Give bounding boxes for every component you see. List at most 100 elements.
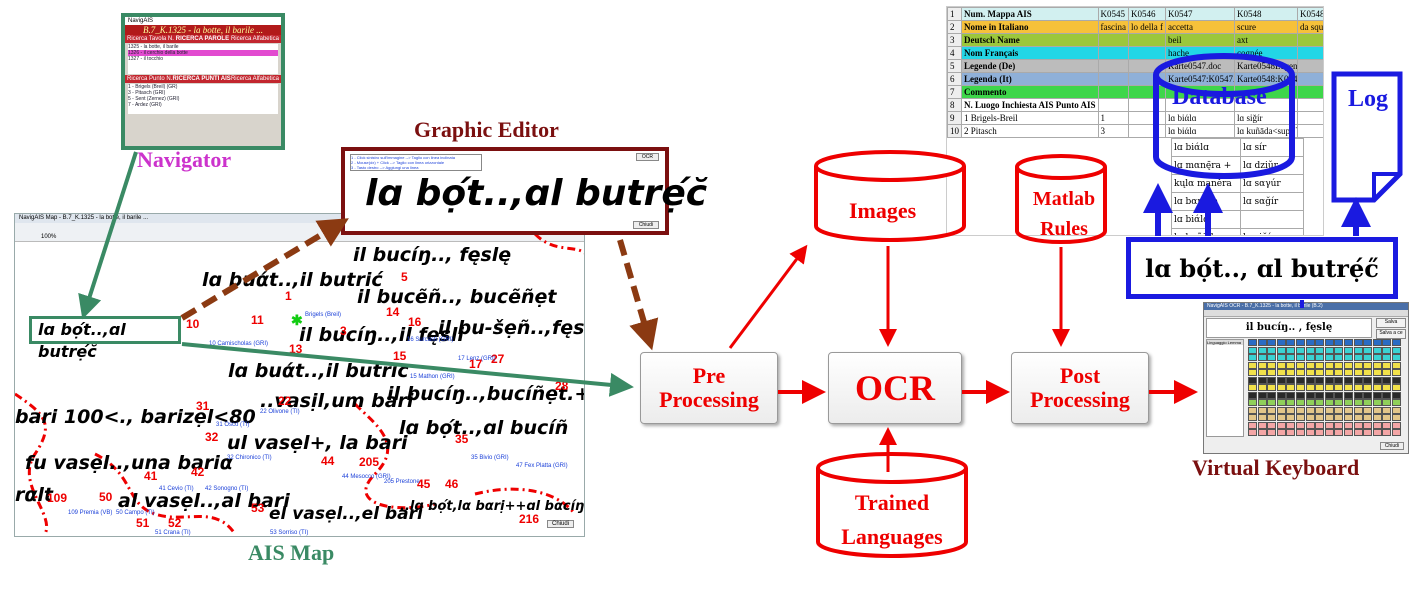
- keyboard-key[interactable]: [1248, 369, 1257, 376]
- keyboard-key[interactable]: [1296, 391, 1305, 399]
- table-cell[interactable]: accetta: [1165, 20, 1236, 34]
- table-cell[interactable]: [1097, 46, 1130, 60]
- keyboard-key[interactable]: [1276, 361, 1286, 369]
- keyboard-key[interactable]: [1324, 421, 1334, 429]
- keyboard-key[interactable]: [1324, 414, 1334, 421]
- table-cell[interactable]: lɑ sαğír: [1240, 192, 1304, 211]
- keyboard-key[interactable]: [1382, 406, 1392, 414]
- row-number[interactable]: 5: [947, 59, 962, 73]
- table-cell[interactable]: 3: [1097, 124, 1130, 138]
- map-close-button[interactable]: Chiudi: [547, 520, 575, 528]
- table-cell[interactable]: [1297, 85, 1323, 99]
- keyboard-key[interactable]: [1363, 346, 1373, 354]
- keyboard-key[interactable]: [1257, 406, 1267, 414]
- keyboard-key[interactable]: [1296, 406, 1305, 414]
- table-cell[interactable]: fascina: [1097, 20, 1130, 34]
- table-cell[interactable]: lɑ kuñāda<sup>˥: [1234, 124, 1299, 138]
- keyboard-key[interactable]: [1382, 369, 1392, 376]
- keyboard-key[interactable]: [1372, 421, 1382, 429]
- table-cell[interactable]: 2 Pitasch: [961, 124, 1099, 138]
- keyboard-key[interactable]: [1286, 414, 1296, 421]
- table-cell[interactable]: Nom Français: [961, 46, 1099, 60]
- table-cell[interactable]: [1097, 85, 1130, 99]
- keyboard-key[interactable]: [1353, 369, 1363, 376]
- keyboard-key[interactable]: [1248, 376, 1257, 384]
- keyboard-key[interactable]: [1363, 421, 1373, 429]
- keyboard-key[interactable]: [1296, 376, 1305, 384]
- keyboard-key[interactable]: [1305, 376, 1315, 384]
- keyboard-key[interactable]: [1286, 391, 1296, 399]
- keyboard-key[interactable]: [1248, 414, 1257, 421]
- navigator-point-list[interactable]: 1 - Brigels (Breil) (GR) 3 - Pitasch (GR…: [128, 84, 278, 114]
- navigator-word-list[interactable]: 1325 - la botte, il barile 1326 - il cer…: [128, 44, 278, 74]
- keyboard-key[interactable]: [1372, 376, 1382, 384]
- keyboard-key[interactable]: [1324, 429, 1334, 436]
- keyboard-key[interactable]: [1324, 346, 1334, 354]
- keyboard-key[interactable]: [1363, 354, 1373, 361]
- keyboard-key[interactable]: [1296, 384, 1305, 391]
- list-item[interactable]: 3 - Pitasch (GRI): [128, 90, 166, 96]
- keyboard-key[interactable]: [1392, 429, 1401, 436]
- table-cell[interactable]: [1297, 59, 1323, 73]
- keyboard-key[interactable]: [1286, 369, 1296, 376]
- keyboard-key[interactable]: [1372, 369, 1382, 376]
- table-cell[interactable]: [1297, 72, 1323, 86]
- list-item[interactable]: 5 - Sent (Zernez) (GRI): [128, 96, 180, 102]
- keyboard-key[interactable]: [1315, 339, 1325, 346]
- keyboard-key[interactable]: [1267, 384, 1277, 391]
- keyboard-key[interactable]: [1257, 421, 1267, 429]
- keyboard-key[interactable]: [1334, 399, 1344, 406]
- table-cell[interactable]: [1097, 72, 1130, 86]
- keyboard-key[interactable]: [1315, 399, 1325, 406]
- list-item[interactable]: 1 - Brigels (Breil) (GR): [128, 84, 178, 90]
- keyboard-key[interactable]: [1392, 399, 1401, 406]
- keyboard-key[interactable]: [1315, 376, 1325, 384]
- table-cell[interactable]: K0545: [1097, 7, 1130, 21]
- keyboard-key[interactable]: [1286, 429, 1296, 436]
- keyboard-key[interactable]: [1334, 376, 1344, 384]
- keyboard-key[interactable]: [1392, 384, 1401, 391]
- keyboard-key[interactable]: [1267, 361, 1277, 369]
- keyboard-key[interactable]: [1372, 391, 1382, 399]
- keyboard-key[interactable]: [1296, 354, 1305, 361]
- keyboard-key[interactable]: [1315, 346, 1325, 354]
- keyboard-key[interactable]: [1276, 414, 1286, 421]
- table-cell[interactable]: [1128, 33, 1167, 47]
- keyboard-key[interactable]: [1344, 391, 1353, 399]
- keyboard-key[interactable]: [1344, 399, 1353, 406]
- keyboard-key[interactable]: [1276, 346, 1286, 354]
- keyboard-key[interactable]: [1372, 354, 1382, 361]
- keyboard-key[interactable]: [1344, 429, 1353, 436]
- keyboard-key[interactable]: [1324, 406, 1334, 414]
- keyboard-key[interactable]: [1372, 429, 1382, 436]
- keyboard-key[interactable]: [1363, 339, 1373, 346]
- keyboard-key[interactable]: [1334, 391, 1344, 399]
- keyboard-key[interactable]: [1334, 429, 1344, 436]
- keyboard-key[interactable]: [1372, 399, 1382, 406]
- ocr-word-field[interactable]: il bucíŋ.. , fęslę: [1206, 318, 1372, 338]
- keyboard-key[interactable]: [1315, 391, 1325, 399]
- keyboard-key[interactable]: [1296, 399, 1305, 406]
- keyboard-key[interactable]: [1276, 369, 1286, 376]
- keyboard-key[interactable]: [1276, 391, 1286, 399]
- keyboard-key[interactable]: [1353, 384, 1363, 391]
- keyboard-key[interactable]: [1344, 384, 1353, 391]
- keyboard-key[interactable]: [1353, 429, 1363, 436]
- keyboard-key[interactable]: [1392, 339, 1401, 346]
- keyboard-key[interactable]: [1334, 361, 1344, 369]
- keyboard-key[interactable]: [1286, 376, 1296, 384]
- keyboard-key[interactable]: [1334, 354, 1344, 361]
- keyboard-key[interactable]: [1248, 421, 1257, 429]
- row-number[interactable]: 4: [947, 46, 962, 60]
- keyboard-key[interactable]: [1392, 414, 1401, 421]
- keyboard-key[interactable]: [1248, 354, 1257, 361]
- keyboard-key[interactable]: [1276, 406, 1286, 414]
- keyboard-key[interactable]: [1267, 391, 1277, 399]
- keyboard-key[interactable]: [1257, 354, 1267, 361]
- keyboard-key[interactable]: [1305, 369, 1315, 376]
- keyboard-key[interactable]: [1248, 391, 1257, 399]
- keyboard-key[interactable]: [1382, 346, 1392, 354]
- keyboard-key[interactable]: [1267, 421, 1277, 429]
- keyboard-key[interactable]: [1276, 354, 1286, 361]
- row-number[interactable]: 1: [947, 7, 962, 21]
